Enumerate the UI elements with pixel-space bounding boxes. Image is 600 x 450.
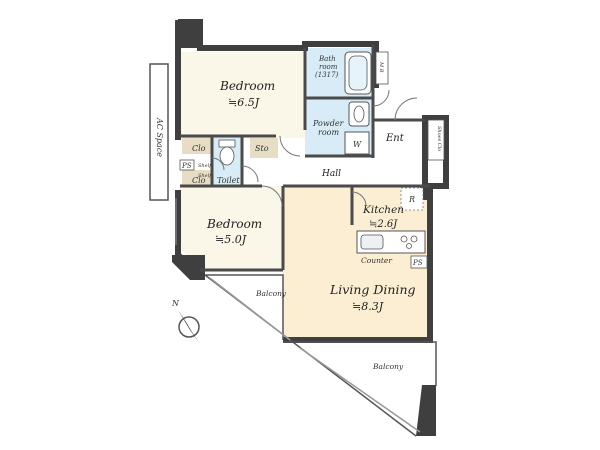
kitchen-name: Kitchen	[362, 204, 404, 216]
washer-label: W	[353, 140, 362, 149]
corner-column-bottom	[172, 255, 205, 280]
bathroom-name-1: Bath	[318, 55, 336, 63]
refrigerator-label: R	[408, 195, 415, 204]
bedroom-main-area: ≒6.5J	[228, 96, 260, 109]
closet-lower-fill	[182, 170, 212, 186]
interior-walls	[180, 44, 430, 272]
storage-fill	[250, 138, 278, 158]
sink-icon	[360, 234, 384, 250]
bedroom-second-name: Bedroom	[206, 217, 262, 231]
corner-column-top	[175, 20, 200, 48]
toilet-name: Toilet	[217, 176, 240, 185]
compass-north-label: N	[171, 299, 180, 308]
bedroom-second-floor	[180, 186, 283, 270]
door-swings	[211, 89, 418, 207]
balcony-outline	[204, 274, 437, 437]
counter-label: Counter	[361, 256, 392, 265]
entrance-name: Ent	[385, 133, 405, 144]
closet-upper-fill	[182, 136, 212, 154]
shelf-lower-label: Shelf	[198, 173, 212, 179]
bedroom-second-area: ≒5.0J	[215, 233, 247, 246]
pipe-space-left-label: PS	[181, 162, 192, 170]
compass	[178, 310, 200, 344]
bathroom-size: (1317)	[315, 71, 339, 79]
mb-box	[375, 51, 389, 85]
mb-label: M B	[378, 61, 384, 73]
compass-needle-icon	[178, 310, 200, 344]
wash-basin-icon	[348, 101, 370, 127]
powder-room-name-1: Powder	[312, 119, 345, 128]
entrance-floor	[373, 120, 425, 158]
hall-floor	[242, 158, 430, 186]
pipe-space-kitchen-box	[410, 255, 428, 269]
toilet-tank-icon	[218, 139, 236, 148]
living-dining-name: Living Dining	[329, 282, 416, 297]
kitchen-area: ≒2.6J	[369, 219, 398, 230]
washer-icon	[344, 131, 370, 155]
toilet-bowl-icon	[219, 146, 235, 166]
bedroom-main-floor	[180, 52, 305, 138]
pipe-space-kitchen-label: PS	[412, 259, 423, 267]
bedroom-main-name: Bedroom	[219, 79, 275, 93]
powder-room-name-2: room	[318, 128, 339, 137]
ac-space-label: AC Space	[155, 117, 164, 157]
shelf-upper-label: Shelf	[198, 163, 212, 169]
stove-icon	[400, 235, 418, 249]
storage-label: Sto	[255, 144, 269, 153]
closet-upper-label: Clo	[192, 144, 206, 153]
balcony-upper-label: Balcony	[255, 289, 287, 298]
shoes-closet-label: Shoes Clo	[436, 126, 442, 151]
pipe-space-left-box	[179, 159, 195, 171]
ac-space-box	[149, 63, 169, 201]
refrigerator-icon	[400, 187, 424, 211]
closet-lower-label: Clo	[192, 176, 206, 185]
hall-name: Hall	[321, 169, 341, 179]
corner-column-far	[416, 385, 436, 436]
bathroom-name-2: room	[319, 63, 338, 71]
shoes-closet-box	[427, 119, 445, 161]
balcony-lower-label: Balcony	[372, 362, 404, 371]
living-dining-area: ≒8.3J	[352, 300, 384, 313]
